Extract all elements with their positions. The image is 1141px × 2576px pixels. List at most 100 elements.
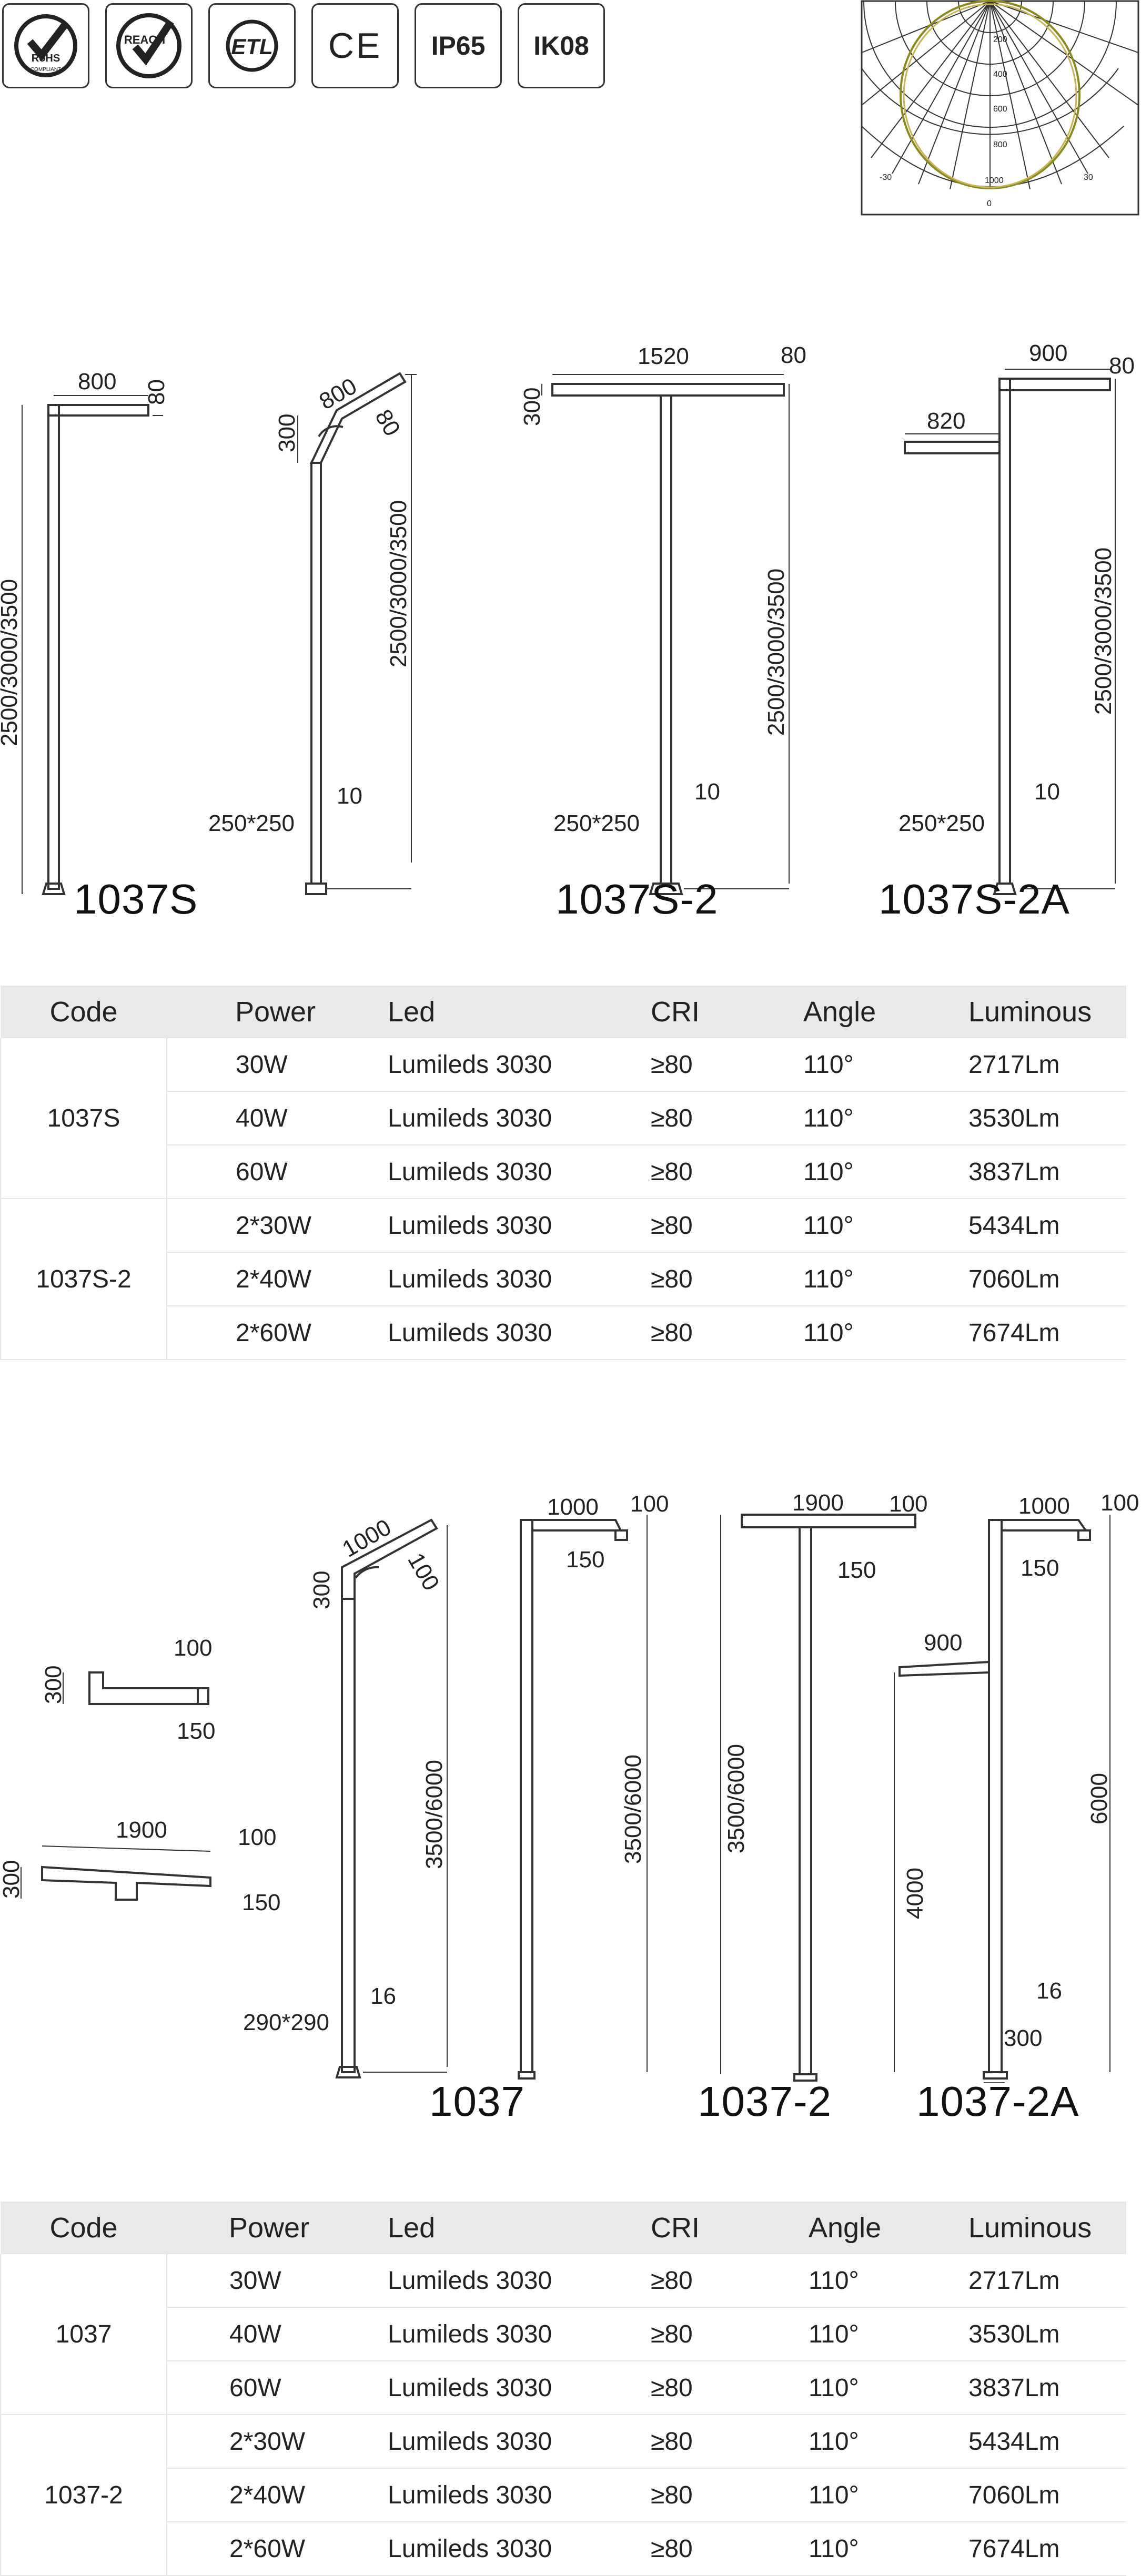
cri-cell: ≥80 [582, 1306, 740, 1360]
led-cell: Lumileds 3030 [325, 2307, 582, 2361]
dim-label: 1900 [792, 1490, 844, 1516]
luminous-cell: 2717Lm [903, 2254, 1126, 2308]
power-cell: 2*40W [167, 2468, 325, 2522]
distribution-curve-c90 [903, 3, 1077, 188]
header-led: Led [325, 986, 582, 1038]
power-cell: 60W [167, 2361, 325, 2415]
model-label-1037: 1037 [429, 2078, 525, 2125]
dim-label: 16 [370, 1983, 396, 2009]
dim-label: 900 [1029, 340, 1067, 366]
pole-1037-2-double-drawing [720, 1514, 916, 2082]
pole-1037-2a-drawing [894, 1515, 1110, 2083]
dim-label: 4000 [902, 1868, 928, 1919]
code-cell: 1037S-2 [0, 1199, 167, 1360]
power-cell: 2*60W [167, 2522, 325, 2576]
led-cell: Lumileds 3030 [325, 1306, 582, 1360]
dim-label: 150 [1021, 1555, 1059, 1581]
luminous-cell: 7674Lm [903, 2522, 1126, 2576]
reach-text: REACH [124, 33, 165, 46]
dim-label: 250*250 [898, 810, 985, 836]
angle-cell: 110° [740, 1306, 903, 1360]
angle-cell: 110° [740, 2415, 903, 2469]
dim-label: 150 [242, 1890, 280, 1915]
arm-short-detail-drawing [63, 1671, 209, 1705]
table-header-row: Code Power Led CRI Angle Luminous [1, 2202, 1126, 2254]
luminous-cell: 3837Lm [903, 2361, 1126, 2415]
rohs-badge: RoHS COMPLIANT [2, 3, 89, 88]
code-cell: 1037 [0, 2254, 167, 2415]
dim-label: 150 [177, 1718, 215, 1744]
dim-label: 80 [1109, 353, 1135, 379]
polar-ring-label: 600 [993, 105, 1007, 114]
header-power: Power [167, 986, 325, 1038]
dim-label: 300 [41, 1666, 66, 1704]
cri-cell: ≥80 [582, 1091, 740, 1145]
power-cell: 30W [167, 1038, 325, 1092]
header-power: Power [167, 2202, 325, 2254]
dim-label: 300 [0, 1860, 24, 1899]
pole-1037s-angled-drawing [297, 372, 417, 895]
dim-label: 250*250 [553, 810, 640, 836]
dim-label: 80 [370, 405, 405, 441]
power-cell: 40W [167, 1091, 325, 1145]
angle-cell: 110° [740, 1145, 903, 1199]
dim-label: 10 [1034, 779, 1060, 805]
dim-label: 80 [781, 342, 806, 368]
angle-cell: 110° [740, 2361, 903, 2415]
power-cell: 60W [167, 1145, 325, 1199]
polar-angle-label: 0 [987, 199, 992, 208]
dim-label: 100 [238, 1824, 276, 1850]
model-label-1037s-2a: 1037S-2A [879, 876, 1070, 922]
header-luminous: Luminous [903, 986, 1126, 1038]
model-label-1037s-2: 1037S-2 [556, 876, 719, 922]
dim-label: 3500/6000 [620, 1754, 646, 1864]
ce-badge: CE [311, 3, 399, 88]
ip65-badge: IP65 [415, 3, 502, 88]
header-led: Led [325, 2202, 582, 2254]
ik08-text: IK08 [533, 31, 589, 60]
dim-label: 2500/3000/3500 [386, 500, 411, 667]
led-cell: Lumileds 3030 [325, 2361, 582, 2415]
luminous-cell: 3530Lm [903, 2307, 1126, 2361]
power-cell: 2*30W [167, 2415, 325, 2469]
dim-label: 1520 [638, 343, 689, 369]
luminous-cell: 3837Lm [903, 1145, 1126, 1199]
dim-label: 2500/3000/3500 [1090, 547, 1116, 715]
header-angle: Angle [740, 986, 903, 1038]
arm-long-detail-drawing [21, 1845, 211, 1901]
ce-text: CE [328, 26, 382, 66]
led-cell: Lumileds 3030 [325, 1091, 582, 1145]
cri-cell: ≥80 [582, 1038, 740, 1092]
dim-label: 100 [889, 1491, 927, 1517]
ip65-text: IP65 [431, 31, 486, 60]
header-code: Code [1, 986, 167, 1038]
dim-label: 150 [566, 1547, 604, 1573]
pole-1037-2-drawing [518, 1515, 648, 2080]
header-code: Code [1, 2202, 167, 2254]
dim-label: 1900 [116, 1817, 167, 1843]
table-header-row: Code Power Led CRI Angle Luminous [1, 986, 1126, 1038]
angle-cell: 110° [740, 2307, 903, 2361]
luminous-cell: 3530Lm [903, 1091, 1126, 1145]
model-label-1037s: 1037S [74, 876, 198, 922]
cri-cell: ≥80 [582, 2307, 740, 2361]
dim-label: 3500/6000 [421, 1760, 447, 1869]
luminous-cell: 2717Lm [903, 1038, 1126, 1092]
ik08-badge: IK08 [518, 3, 605, 88]
rohs-icon: RoHS COMPLIANT [14, 14, 77, 77]
polar-ring-label: 400 [993, 70, 1007, 79]
etl-icon: ETL [226, 19, 278, 72]
dim-label: 80 [144, 379, 169, 405]
